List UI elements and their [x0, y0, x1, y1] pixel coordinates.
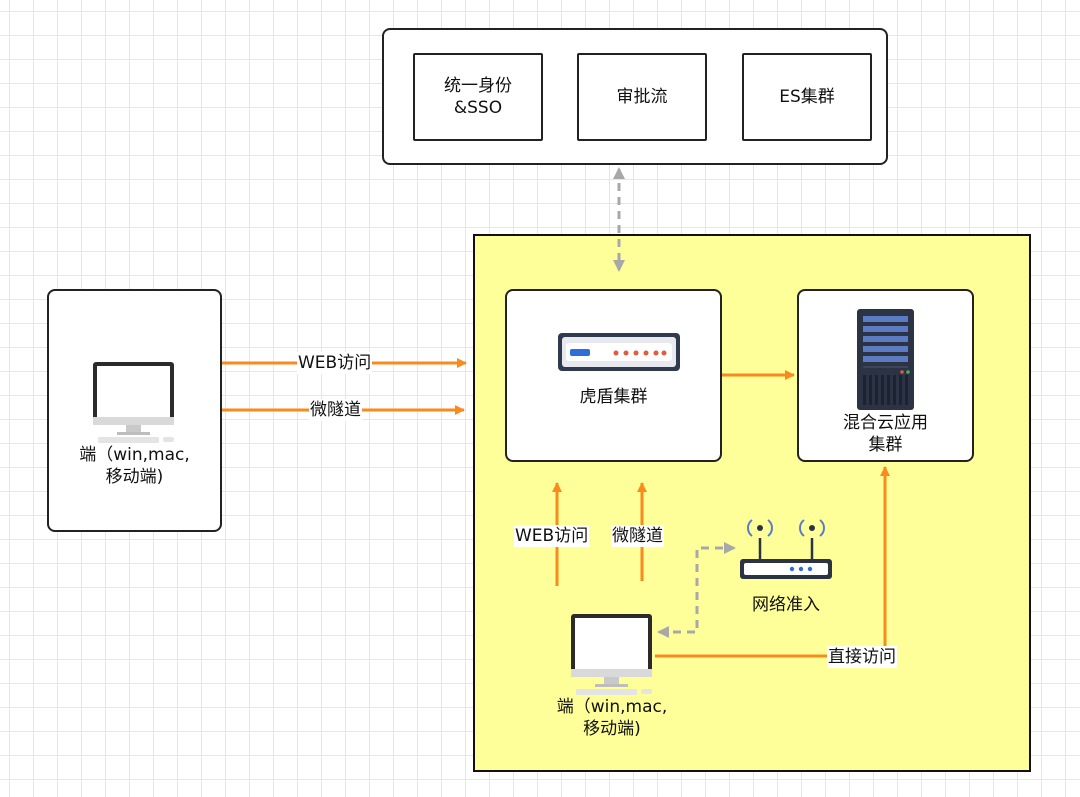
- network-access-dashed-arrow: [657, 542, 736, 638]
- server-rack-icon: [857, 309, 914, 410]
- tiger-cluster-label: 虎盾集群: [579, 387, 648, 407]
- tiger-shield-cluster-box: [505, 289, 722, 462]
- micro-tunnel-label: 微隧道: [309, 399, 362, 421]
- desktop-computer-icon: [93, 362, 174, 443]
- inner-web-access-label: WEB访问: [514, 525, 590, 547]
- external-client-label: 端（win,mac, 移动端): [79, 445, 190, 487]
- inner-micro-tunnel-label: 微隧道: [611, 525, 664, 547]
- approval-flow-box: 审批流: [577, 53, 707, 141]
- network-access-label: 网络准入: [752, 595, 820, 615]
- direct-access-label: 直接访问: [827, 646, 897, 668]
- inner-client-label: 端（win,mac, 移动端): [556, 697, 668, 739]
- hybrid-cloud-label: 混合云应用 集群: [843, 413, 928, 455]
- gateway-device-icon: [558, 333, 680, 371]
- es-cluster-box: ES集群: [742, 53, 872, 141]
- identity-sso-box: 统一身份 &SSO: [413, 53, 543, 141]
- desktop-computer-icon: [571, 614, 652, 695]
- web-access-label: WEB访问: [297, 352, 373, 374]
- wireless-router-icon: [740, 519, 832, 579]
